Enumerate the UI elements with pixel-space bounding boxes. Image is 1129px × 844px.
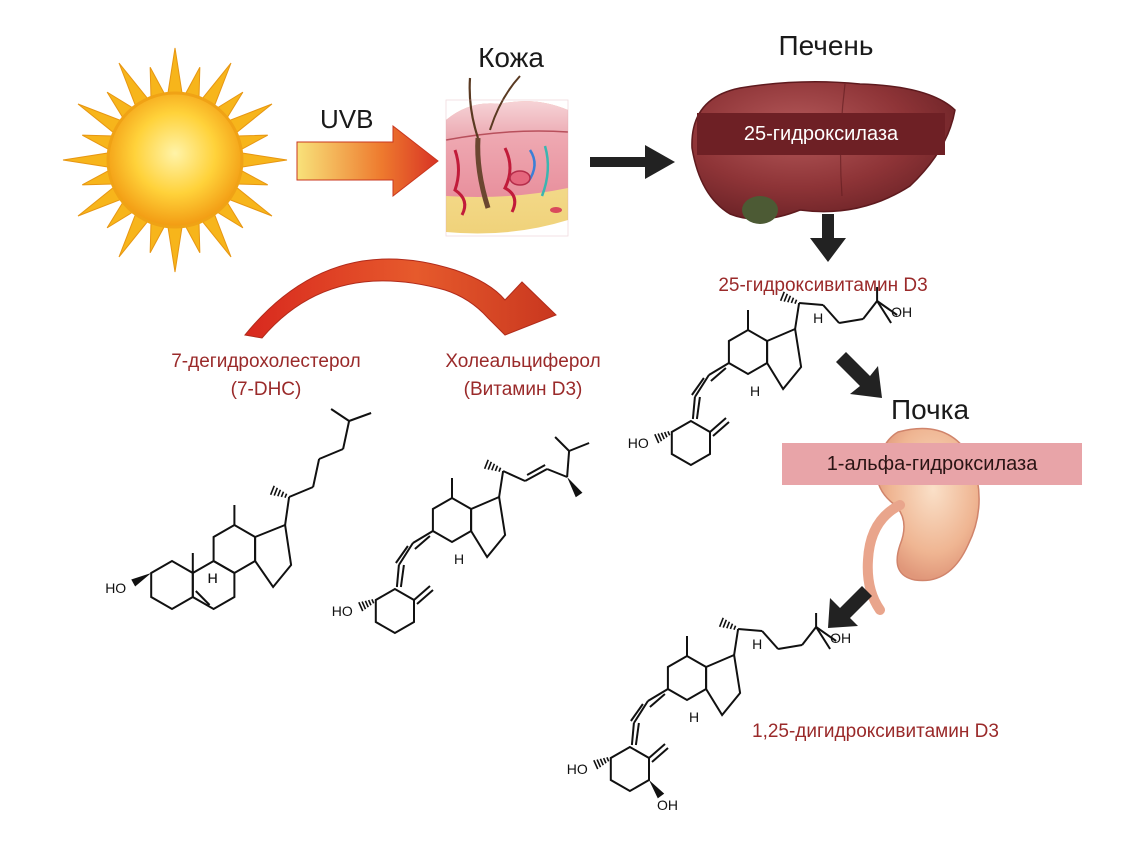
oh125-ho-label: HO — [567, 761, 588, 777]
skin-label: Кожа — [478, 42, 544, 73]
sun-icon — [62, 47, 288, 273]
enzyme-25-hydroxylase-box: 25-гидроксилаза — [697, 113, 945, 155]
uvb-arrow — [296, 124, 439, 198]
uvb-label: UVB — [320, 104, 374, 134]
d3-ho-label: HO — [332, 603, 353, 619]
125-dihydroxy-structure: H HO OH H OH — [567, 613, 851, 813]
oh125-1oh-label: OH — [657, 797, 678, 813]
oh25-side-h-label: H — [813, 310, 823, 326]
enzyme-1-alpha-hydroxylase-label: 1-альфа-гидроксилаза — [826, 452, 1038, 475]
conversion-curved-arrow — [244, 258, 557, 339]
to-kidney-arrow — [836, 352, 882, 398]
d3-h-label: H — [454, 551, 464, 567]
7-dhc-ho-label: HO — [105, 580, 126, 596]
skin-section-illustration — [445, 75, 569, 237]
skin-to-liver-arrow — [590, 145, 675, 179]
liver-label: Печень — [778, 30, 874, 61]
cholecalciferol-abbr-label: (Витамин D3) — [463, 379, 583, 400]
kidney-label: Почка — [890, 394, 970, 425]
kidney-out-arrow — [828, 586, 872, 628]
oh125-side-h-label: H — [752, 636, 762, 652]
7-dhc-name-label: 7-дегидрохолестерол — [171, 351, 361, 372]
25-hydroxyvitamin-d3-label: 25-гидроксивитамин D3 — [718, 275, 928, 296]
oh125-25oh-label: OH — [830, 630, 851, 646]
oh25-h-label: H — [750, 383, 760, 399]
enzyme-25-hydroxylase-label: 25-гидроксилаза — [743, 122, 899, 145]
oh25-25oh-label: OH — [891, 304, 912, 320]
cholecalciferol-name-label: Холеальциферол — [445, 351, 601, 372]
liver-down-arrow — [810, 214, 846, 262]
oh25-ho-label: HO — [628, 435, 649, 451]
125-dihydroxyvitamin-d3-label: 1,25-дигидроксивитамин D3 — [752, 721, 999, 742]
vitamin-d3-structure: H HO — [332, 436, 590, 635]
7-dhc-abbr-label: (7-DHC) — [230, 379, 302, 400]
25-hydroxy-structure: H HO H OH — [628, 287, 912, 467]
7-dhc-h-label: H — [208, 570, 218, 586]
oh125-h-label: H — [689, 709, 699, 725]
enzyme-1-alpha-hydroxylase-box: 1-альфа-гидроксилаза — [782, 443, 1082, 485]
7-dhc-h-label: H — [208, 570, 218, 586]
